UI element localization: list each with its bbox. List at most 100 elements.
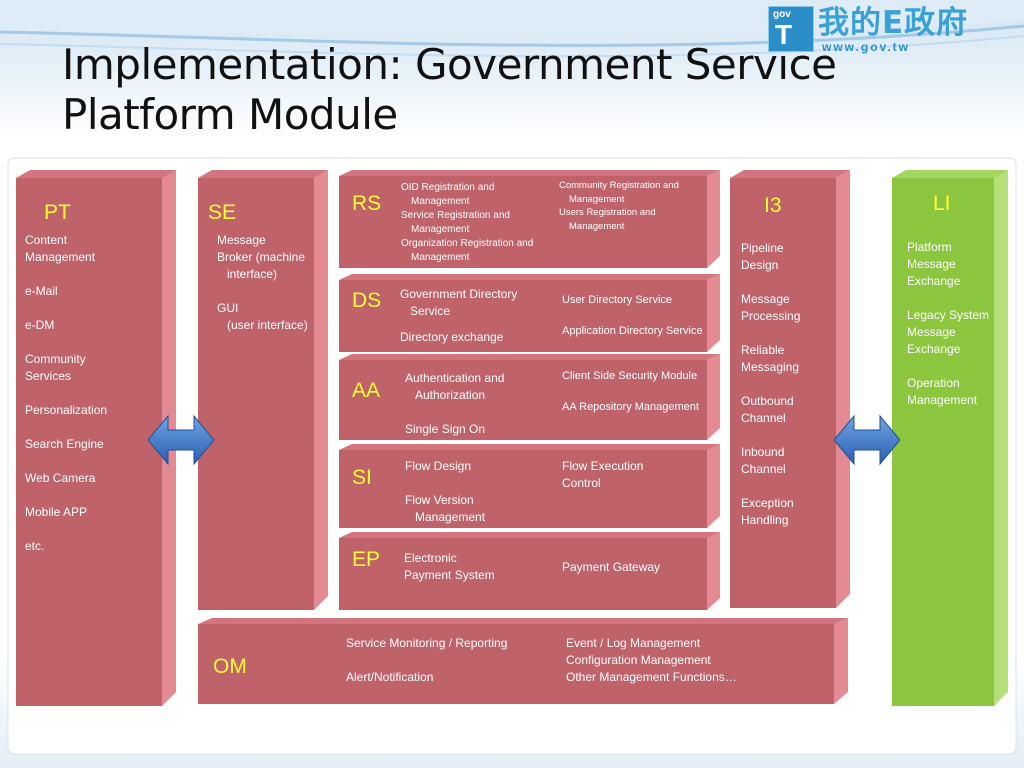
ep-label: EP (352, 548, 381, 571)
rs-item: Users Registration and (559, 207, 656, 218)
i3-item: Pipeline (741, 241, 784, 255)
pt-item: Personalization (25, 403, 108, 417)
logo-chinese-text: 我的E政府 (818, 5, 969, 41)
om-label: OM (213, 655, 247, 678)
se-item: Broker (machine (217, 250, 306, 264)
si-item: Flow Execution (562, 459, 644, 473)
om-left-items: Service Monitoring / Reporting Alert/Not… (346, 635, 507, 686)
ds-item: Directory exchange (400, 330, 504, 344)
rs-item: Service Registration and (401, 210, 510, 221)
si-item: Flow Design (405, 459, 472, 473)
ep-item: Payment Gateway (562, 560, 661, 574)
ds-left-items: Government Directory Service Directory e… (400, 286, 517, 346)
se-items: Message Broker (machine interface) GUI (… (217, 232, 308, 334)
title-line-2: Platform Module (62, 90, 398, 139)
si-label: SI (352, 466, 372, 489)
i3-item: Exception (741, 496, 794, 510)
om-item: Configuration Management (566, 653, 711, 667)
pt-item: Management (25, 250, 96, 264)
pt-item: Content (25, 233, 68, 247)
pt-item: e-DM (25, 318, 55, 332)
rs-item: Management (569, 193, 625, 205)
aa-item: Client Side Security Module (562, 370, 698, 382)
li-item: Message (907, 325, 956, 339)
i3-item: Channel (741, 411, 786, 425)
pt-items: Content Management e-Mail e-DM Community… (25, 232, 107, 555)
si-right-items: Flow Execution Control (562, 458, 643, 492)
ds-block: DS Government Directory Service Director… (339, 274, 720, 352)
ds-item: Service (410, 304, 451, 318)
ds-right-items: User Directory Service Application Direc… (562, 292, 703, 340)
ep-block: EP Electronic Payment System Payment Gat… (339, 532, 720, 610)
pt-item: Services (25, 369, 72, 383)
se-item: interface) (227, 267, 278, 281)
rs-item: OID Registration and (401, 182, 495, 193)
logo-url: www.gov.tw (822, 40, 910, 54)
si-item: Management (415, 510, 486, 524)
ep-left-items: Electronic Payment System (404, 550, 495, 584)
li-item: Legacy System (907, 308, 990, 322)
page-title: Implementation: Government Service Platf… (62, 40, 837, 140)
rs-item: Community Registration and (559, 180, 679, 191)
double-arrow-left-icon (148, 414, 214, 466)
rs-block: RS OID Registration and Management Servi… (339, 170, 720, 268)
se-item: Message (217, 233, 266, 247)
si-block: SI Flow Design Flow Version Management F… (339, 444, 720, 528)
i3-item: Design (741, 258, 779, 272)
ds-label: DS (352, 289, 382, 312)
i3-items: Pipeline Design Message Processing Relia… (741, 240, 800, 529)
i3-item: Outbound (741, 394, 794, 408)
rs-left-items: OID Registration and Management Service … (401, 181, 533, 265)
se-block: SE Message Broker (machine interface) GU… (198, 170, 328, 610)
li-items: Platform Message Exchange Legacy System … (907, 239, 989, 409)
ep-right-items: Payment Gateway (562, 559, 660, 576)
se-label: SE (208, 201, 237, 224)
pt-label: PT (44, 201, 71, 224)
i3-item: Processing (741, 309, 801, 323)
li-label: LI (933, 192, 951, 215)
double-arrow-right-icon (834, 414, 900, 466)
i3-item: Channel (741, 462, 786, 476)
tv-glyph: T (775, 19, 793, 50)
logo-badge-text: gov (773, 9, 791, 20)
pt-item: Community (25, 352, 86, 366)
ds-item: Government Directory (400, 287, 518, 301)
om-item: Service Monitoring / Reporting (346, 636, 508, 650)
pt-item: Web Camera (25, 471, 96, 485)
rs-item: Organization Registration and (401, 238, 534, 249)
rs-label: RS (352, 192, 382, 215)
si-item: Control (562, 476, 601, 490)
li-item: Exchange (907, 274, 961, 288)
logo-badge: gov T (768, 6, 814, 52)
aa-item: AA Repository Management (562, 401, 699, 413)
rs-item: Management (411, 224, 470, 235)
rs-item: Management (411, 252, 470, 263)
om-right-items: Event / Log Management Configuration Man… (566, 635, 737, 686)
ep-item: Payment System (404, 568, 495, 582)
i3-item: Reliable (741, 343, 785, 357)
pt-item: etc. (25, 539, 45, 553)
si-item: Flow Version (405, 493, 474, 507)
li-item: Platform (907, 240, 952, 254)
aa-right-items: Client Side Security Module AA Repositor… (562, 368, 699, 416)
om-item: Event / Log Management (566, 636, 701, 650)
pt-item: e-Mail (25, 284, 58, 298)
om-block: OM Service Monitoring / Reporting Alert/… (198, 618, 848, 704)
rs-right-items: Community Registration and Management Us… (559, 179, 679, 233)
se-item: (user interface) (227, 318, 308, 332)
rs-item: Management (569, 220, 625, 232)
pt-item: Search Engine (25, 437, 104, 451)
li-item: Operation (907, 376, 960, 390)
title-line-1: Implementation: Government Service (62, 40, 837, 89)
i3-block: I3 Pipeline Design Message Processing Re… (730, 170, 850, 608)
aa-item: Authorization (415, 388, 486, 402)
i3-item: Inbound (741, 445, 785, 459)
pt-item: Mobile APP (25, 505, 88, 519)
i3-item: Message (741, 292, 790, 306)
i3-item: Handling (741, 513, 789, 527)
gov-logo: gov T 我的E政府 www.gov.tw (768, 6, 998, 54)
i3-label: I3 (764, 194, 782, 217)
li-block: LI Platform Message Exchange Legacy Syst… (892, 170, 1008, 706)
aa-block: AA Authentication and Authorization Sing… (339, 354, 720, 440)
i3-item: Messaging (741, 360, 800, 374)
